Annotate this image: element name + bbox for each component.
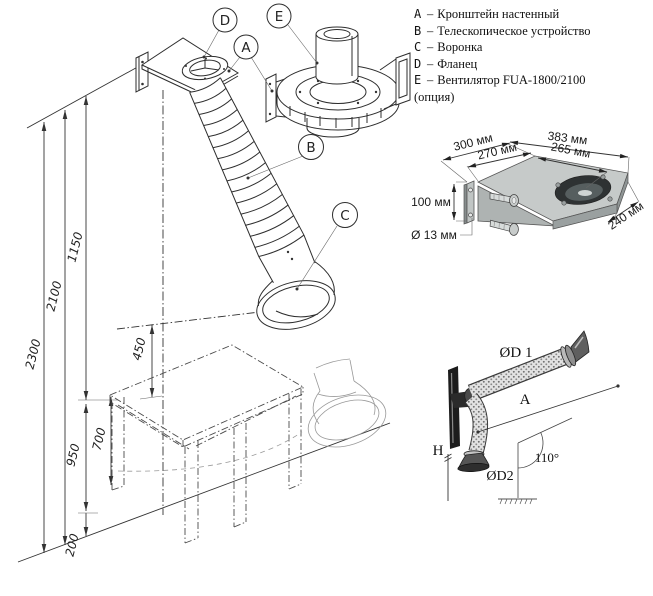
legend-item: C–Воронка xyxy=(414,39,653,56)
balloon-B-label: B xyxy=(306,140,315,156)
label-d1: ØD 1 xyxy=(500,345,533,361)
schematic-figure xyxy=(444,330,620,505)
legend-label: Фланец xyxy=(437,56,478,71)
telescopic-hose xyxy=(189,77,316,284)
legend-key: A xyxy=(414,7,422,21)
legend-note: (опция) xyxy=(414,89,455,104)
balloon-D-label: D xyxy=(220,13,230,29)
bolt xyxy=(489,219,519,236)
upper-hose xyxy=(468,349,569,400)
funnel-alternate-position xyxy=(117,358,387,472)
lower-hose xyxy=(465,393,487,454)
legend-key: B xyxy=(414,23,422,38)
balloon-D xyxy=(212,7,238,33)
legend-dash: – xyxy=(427,40,434,54)
bracket-dimension-drawing: 300 мм 270 мм 383 мм 265 мм 100 мм Ø 13 … xyxy=(411,129,646,242)
flange xyxy=(181,55,229,81)
legend-dash: – xyxy=(427,7,434,21)
mount-hole xyxy=(468,187,473,193)
angle-construction xyxy=(498,417,573,505)
legend-item: A–Кронштейн настенный xyxy=(414,6,653,23)
fan-outlet xyxy=(379,52,411,110)
balloon-A xyxy=(233,34,259,60)
dim-450: 450 xyxy=(130,336,149,362)
dim-2300: 2300 xyxy=(23,337,44,370)
label-d2: ØD2 xyxy=(486,469,513,484)
dim-1150: 1150 xyxy=(65,230,86,263)
dim-line-A xyxy=(477,385,619,433)
dim-2100: 2100 xyxy=(44,279,65,312)
legend-dash: – xyxy=(427,56,434,71)
legend-label: Кронштейн настенный xyxy=(437,7,560,21)
dim-200: 200 xyxy=(63,532,82,558)
balloon-C xyxy=(332,202,358,228)
legend-label: Телескопическое устройство xyxy=(437,23,591,38)
balloon-E xyxy=(266,3,292,29)
fan-inlet-stub xyxy=(306,118,360,138)
fan-assembly xyxy=(265,26,411,138)
label-H: H xyxy=(433,443,444,459)
label-A: A xyxy=(520,392,531,408)
legend-key: C xyxy=(414,40,422,54)
label-angle: 110° xyxy=(535,450,559,465)
legend-key: D xyxy=(414,56,422,71)
dimension-lines xyxy=(17,63,391,563)
legend-dash: – xyxy=(427,23,434,38)
lower-funnel xyxy=(457,450,490,472)
dim-hole-13mm: Ø 13 мм xyxy=(411,228,457,242)
funnel xyxy=(256,250,336,330)
part-balloons: D A E B C xyxy=(202,3,358,291)
dim-950: 950 xyxy=(64,442,83,468)
bolt xyxy=(489,192,519,207)
balloon-B xyxy=(298,134,324,160)
bracket-body xyxy=(463,155,629,236)
legend-item: D–Фланец xyxy=(414,56,653,73)
balloon-E-label: E xyxy=(275,9,284,25)
flange-hole xyxy=(554,174,613,206)
legend-label: Вентилятор FUA-1800/2100 xyxy=(437,73,586,87)
mount-hole xyxy=(468,212,473,218)
fan-motor xyxy=(315,26,359,85)
legend-dash: – xyxy=(427,73,434,87)
legend-item: B–Телескопическое устройство xyxy=(414,23,653,40)
legend-key: E xyxy=(414,73,422,87)
bracket-plate-front-edge xyxy=(552,203,618,230)
dim-700: 700 xyxy=(90,426,109,452)
main-extraction-arm-drawing: 2300 2100 1150 950 700 450 200 xyxy=(17,3,411,563)
dim-line-H xyxy=(444,453,452,501)
dim-100mm: 100 мм xyxy=(411,195,451,209)
legend: A–Кронштейн настенный B–Телескопическое … xyxy=(414,6,653,105)
upper-funnel xyxy=(560,330,590,368)
bracket-dimensions: 300 мм 270 мм 383 мм 265 мм 100 мм Ø 13 … xyxy=(411,129,646,242)
balloon-C-label: C xyxy=(340,208,349,224)
dim-383mm: 383 мм xyxy=(547,129,588,148)
work-table xyxy=(109,344,304,544)
legend-label: Воронка xyxy=(437,40,483,54)
balloon-A-label: A xyxy=(241,40,251,56)
legend-item: E–Вентилятор FUA-1800/2100 xyxy=(414,72,653,89)
schematic-labels: ØD 1 A H ØD2 110° xyxy=(433,345,560,484)
arm-schematic: ØD 1 A H ØD2 110° xyxy=(433,330,620,505)
